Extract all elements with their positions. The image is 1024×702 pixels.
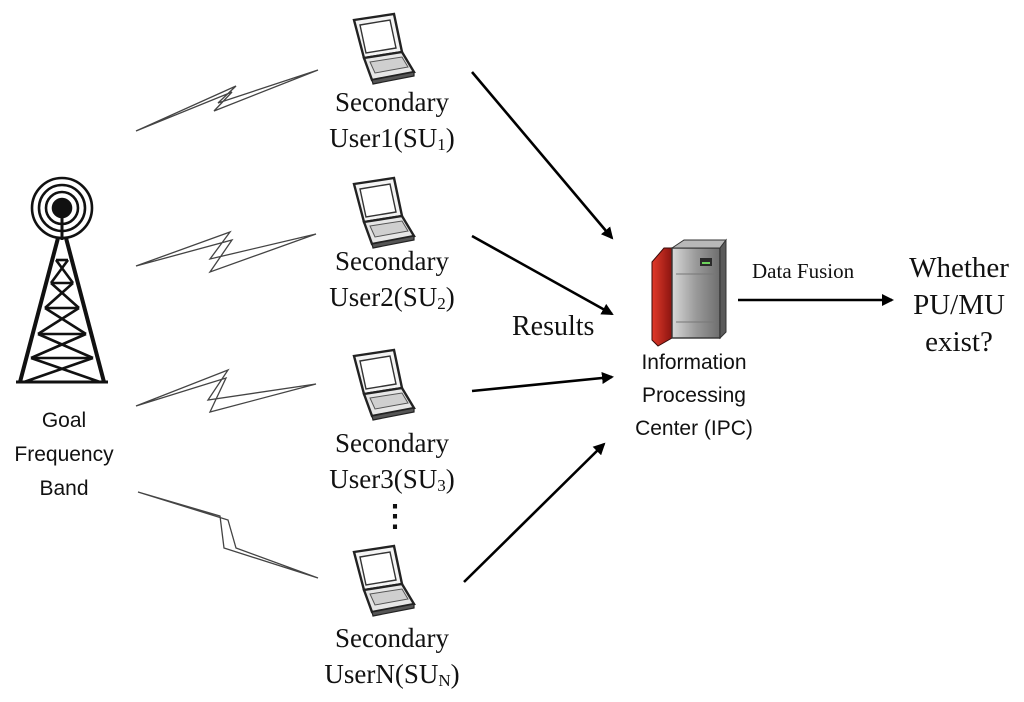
wireless-link-icon: [135, 69, 319, 579]
tower-label: Goal Frequency Band: [0, 404, 134, 506]
tower-label-line: Frequency: [14, 443, 114, 466]
su-label-line: User2(SU2): [292, 279, 492, 315]
question-line: exist?: [925, 326, 993, 358]
laptop-icon: [352, 12, 416, 86]
results-label: Results: [512, 311, 595, 342]
tower-label-line: Band: [39, 477, 89, 500]
secondary-user-label: Secondary UserN(SUN): [292, 620, 492, 692]
su-label-text: User2(SU: [329, 282, 438, 312]
su-subscript: N: [438, 671, 451, 690]
su-label-line: Secondary: [335, 623, 449, 653]
sun-to-ipc-arrow: [463, 442, 606, 583]
su-label-text: ): [445, 282, 455, 312]
su-label-line: Secondary: [335, 246, 449, 276]
su-label-text: ): [445, 123, 455, 153]
data-fusion-label: Data Fusion: [752, 259, 855, 283]
antenna-tower-icon: [16, 176, 108, 384]
su1-to-ipc-arrow: [471, 71, 614, 240]
su-label-text: UserN(SU: [324, 659, 439, 689]
laptop-icon: [352, 544, 416, 618]
su-label-line: User1(SU1): [292, 120, 492, 156]
su-label-text: ): [445, 464, 455, 494]
question-label: Whether PU/MU exist?: [884, 250, 1024, 361]
question-line: PU/MU: [913, 289, 1005, 321]
su-label-line: Secondary: [335, 428, 449, 458]
secondary-user-label: Secondary User1(SU1): [292, 84, 492, 156]
secondary-user-label: Secondary User3(SU3): [292, 425, 492, 497]
su-subscript: 3: [437, 476, 446, 495]
su-label-line: User3(SU3): [292, 461, 492, 497]
su3-to-ipc-arrow: [471, 372, 614, 393]
su-label-text: ): [450, 659, 460, 689]
su-label-text: User3(SU: [329, 464, 438, 494]
su2-to-ipc-arrow: [471, 234, 614, 316]
ipc-label-line: Processing: [642, 384, 746, 407]
question-line: Whether: [909, 252, 1009, 284]
su-label-line: UserN(SUN): [292, 656, 492, 692]
su-label-text: User1(SU: [329, 123, 438, 153]
ipc-label-line: Center (IPC): [635, 417, 753, 440]
server-icon: [651, 238, 727, 347]
su-subscript: 2: [437, 294, 446, 313]
tower-label-line: Goal: [41, 409, 87, 432]
su-subscript: 1: [437, 135, 446, 154]
laptop-icon: [352, 176, 416, 250]
laptop-icon: [352, 348, 416, 422]
ellipsis: ⋮: [380, 500, 410, 533]
ipc-label: Information Processing Center (IPC): [594, 346, 794, 445]
ipc-label-line: Information: [641, 351, 747, 374]
su-label-line: Secondary: [335, 87, 449, 117]
secondary-user-label: Secondary User2(SU2): [292, 243, 492, 315]
